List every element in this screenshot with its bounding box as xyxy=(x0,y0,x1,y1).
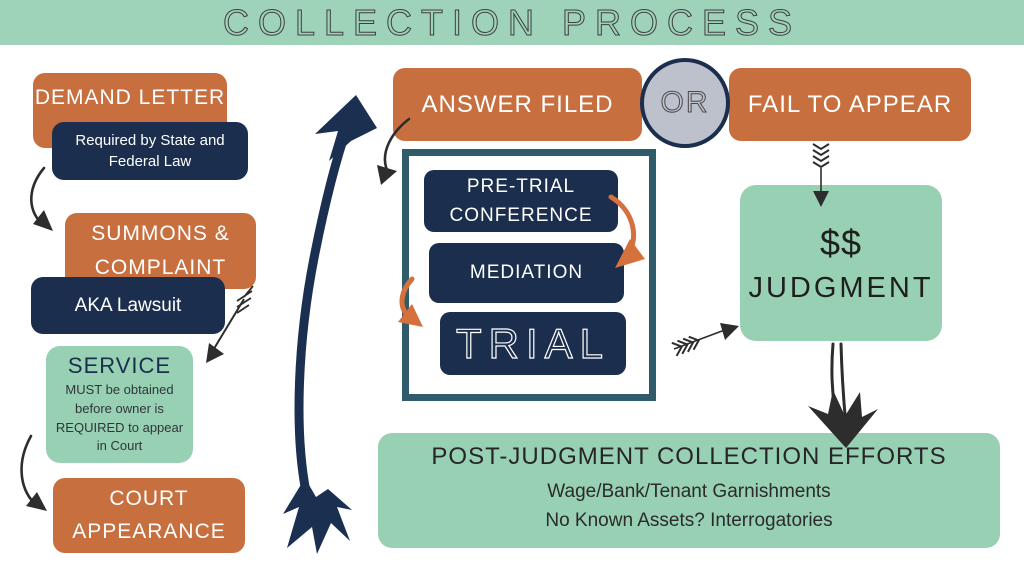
or-label: OR xyxy=(660,86,710,120)
post-judgment-box: POST-JUDGMENT COLLECTION EFFORTS Wage/Ba… xyxy=(378,433,1000,548)
mediation-label: MEDIATION xyxy=(469,262,584,283)
judgment-label: JUDGMENT xyxy=(748,271,934,304)
post-judgment-line1: Wage/Bank/Tenant Garnishments xyxy=(547,481,831,502)
summons-complaint-label: SUMMONS & COMPLAINT xyxy=(91,222,230,279)
summons-complaint-box: SUMMONS & COMPLAINT xyxy=(65,213,256,289)
service-note: MUST be obtained before owner is REQUIRE… xyxy=(55,381,184,454)
arrow-service-to-court-icon xyxy=(20,434,47,511)
arrow-demand-to-summons-icon xyxy=(30,166,53,231)
service-box: SERVICE MUST be obtained before owner is… xyxy=(46,346,193,463)
demand-letter-note-box: Required by State and Federal Law xyxy=(52,122,248,180)
trial-label: TRIAL xyxy=(455,319,611,367)
court-appearance-label: COURT APPEARANCE xyxy=(72,486,226,543)
arrow-trial-to-judgment-icon xyxy=(671,323,739,357)
judgment-money-label: $$ xyxy=(819,221,863,263)
answer-filed-box: ANSWER FILED xyxy=(393,68,642,141)
service-title: SERVICE xyxy=(67,352,172,378)
trial-box: TRIAL xyxy=(440,312,626,375)
court-appearance-box: COURT APPEARANCE xyxy=(53,478,245,553)
judgment-box: $$ JUDGMENT xyxy=(740,185,942,341)
demand-letter-note-label: Required by State and Federal Law xyxy=(75,132,225,170)
mediation-box: MEDIATION xyxy=(429,243,624,303)
big-upward-arrow-icon xyxy=(283,95,377,554)
post-judgment-title: POST-JUDGMENT COLLECTION EFFORTS xyxy=(431,443,947,470)
aka-lawsuit-box: AKA Lawsuit xyxy=(31,277,225,334)
post-judgment-line2: No Known Assets? Interrogatories xyxy=(545,510,833,532)
fail-to-appear-box: FAIL TO APPEAR xyxy=(729,68,971,141)
pre-trial-conference-box: PRE-TRIAL CONFERENCE xyxy=(424,170,618,232)
header-banner: COLLECTION PROCESS xyxy=(0,0,1024,45)
fail-to-appear-label: FAIL TO APPEAR xyxy=(747,90,953,118)
page-title: COLLECTION PROCESS xyxy=(222,1,802,43)
pre-trial-conference-label: PRE-TRIAL CONFERENCE xyxy=(449,175,593,226)
or-circle: OR xyxy=(640,58,730,148)
aka-lawsuit-label: AKA Lawsuit xyxy=(74,294,182,316)
demand-letter-label: DEMAND LETTER xyxy=(34,86,226,109)
answer-filed-label: ANSWER FILED xyxy=(421,90,614,118)
